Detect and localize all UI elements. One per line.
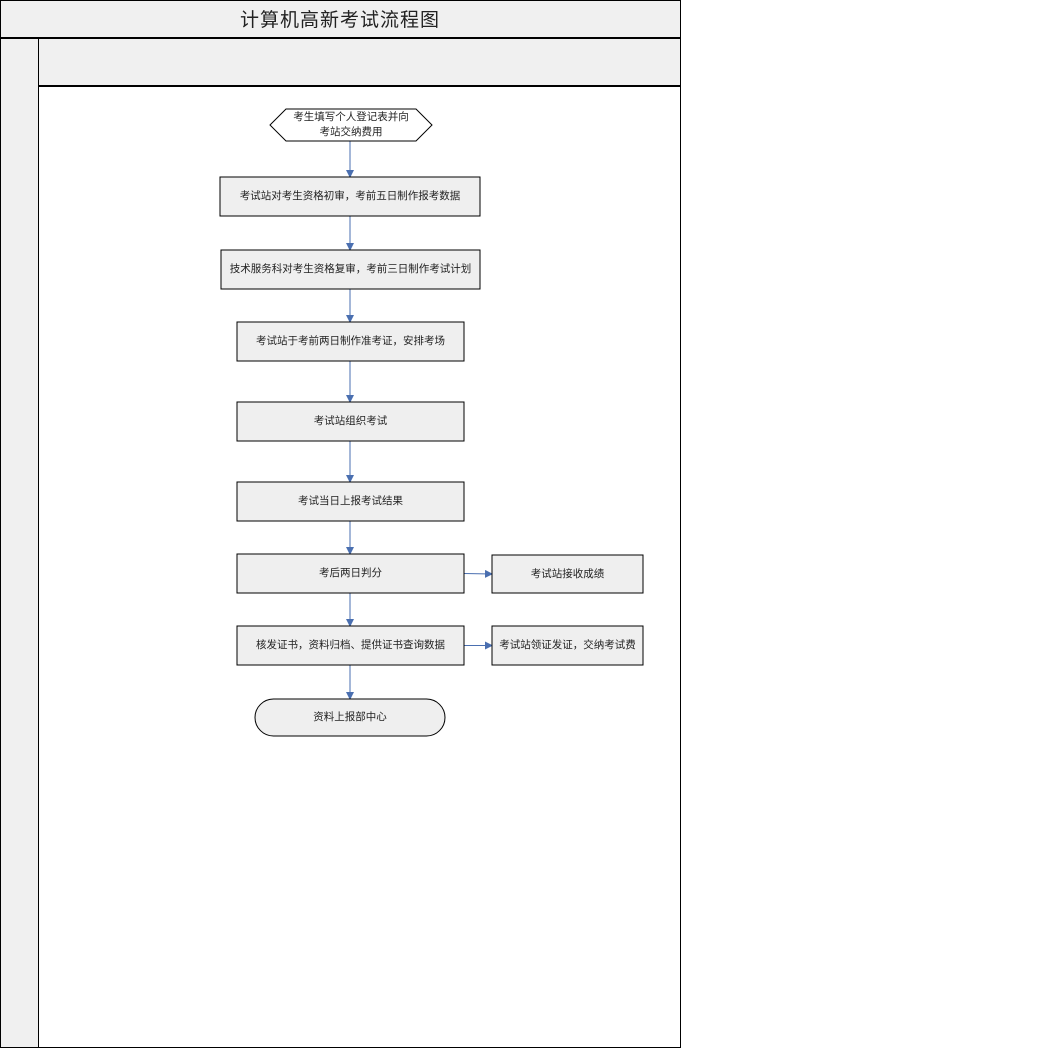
node-step2-label: 技术服务科对考生资格复审，考前三日制作考试计划 <box>221 250 480 289</box>
node-side1-shape <box>491 554 644 594</box>
node-step6-line: 考后两日判分 <box>319 567 382 579</box>
node-step2-line: 技术服务科对考生资格复审，考前三日制作考试计划 <box>229 263 472 275</box>
node-side2-label: 考试站领证发证，交纳考试费 <box>492 626 643 665</box>
node-step4-label: 考试站组织考试 <box>237 402 464 441</box>
node-step6-label: 考后两日判分 <box>237 554 464 593</box>
node-step1-line: 考试站对考生资格初审，考前五日制作报考数据 <box>239 190 461 202</box>
node-side1-line: 考试站接收成绩 <box>530 567 605 580</box>
node-end-line: 资料上报部中心 <box>313 711 387 723</box>
node-step3-shape <box>236 321 465 362</box>
node-step6-shape <box>236 553 465 594</box>
lane-header-bar <box>38 38 681 86</box>
node-step4-shape <box>236 401 465 442</box>
node-step1-label: 考试站对考生资格初审，考前五日制作报考数据 <box>220 177 480 216</box>
pool-structure <box>0 0 681 1048</box>
diagram-title: 计算机高新考试流程图 <box>239 9 440 31</box>
node-end-shape <box>254 698 446 737</box>
node-start-line: 考站交纳费用 <box>319 126 383 138</box>
node-step5-shape <box>236 481 465 522</box>
title-bar <box>0 0 681 38</box>
node-step3-label: 考试站于考前两日制作准考证，安排考场 <box>237 322 464 361</box>
node-start-label: 考生填写个人登记表并向考站交纳费用 <box>270 109 432 141</box>
node-step1-shape <box>219 176 481 217</box>
flowchart-frame: 计算机高新考试流程图 考生填写个人登记表并向考站交纳费用考试站对考生资格初审，考… <box>0 0 681 1048</box>
node-side1-label: 考试站接收成绩 <box>492 555 643 593</box>
nodes-layer <box>219 108 644 737</box>
lane-side-column <box>0 38 39 1048</box>
node-step7-label: 核发证书，资料归档、提供证书查询数据 <box>237 626 464 665</box>
node-side2-line: 考试站领证发证，交纳考试费 <box>499 639 636 651</box>
flowchart-canvas <box>0 0 681 1048</box>
node-end-label: 资料上报部中心 <box>255 699 445 736</box>
node-step7-line: 核发证书，资料归档、提供证书查询数据 <box>256 639 445 651</box>
node-step3-line: 考试站于考前两日制作准考证，安排考场 <box>256 335 445 347</box>
edge-step6-to-side1 <box>463 569 493 578</box>
node-step7-shape <box>236 625 465 666</box>
node-start-shape <box>269 108 433 142</box>
node-start-line: 考生填写个人登记表并向 <box>293 111 409 123</box>
node-step5-label: 考试当日上报考试结果 <box>237 482 464 521</box>
node-step5-line: 考试当日上报考试结果 <box>298 495 403 507</box>
node-side2-shape <box>491 625 644 666</box>
edges-layer <box>346 141 493 700</box>
node-step2-shape <box>220 249 481 290</box>
node-step4-line: 考试站组织考试 <box>313 415 388 427</box>
